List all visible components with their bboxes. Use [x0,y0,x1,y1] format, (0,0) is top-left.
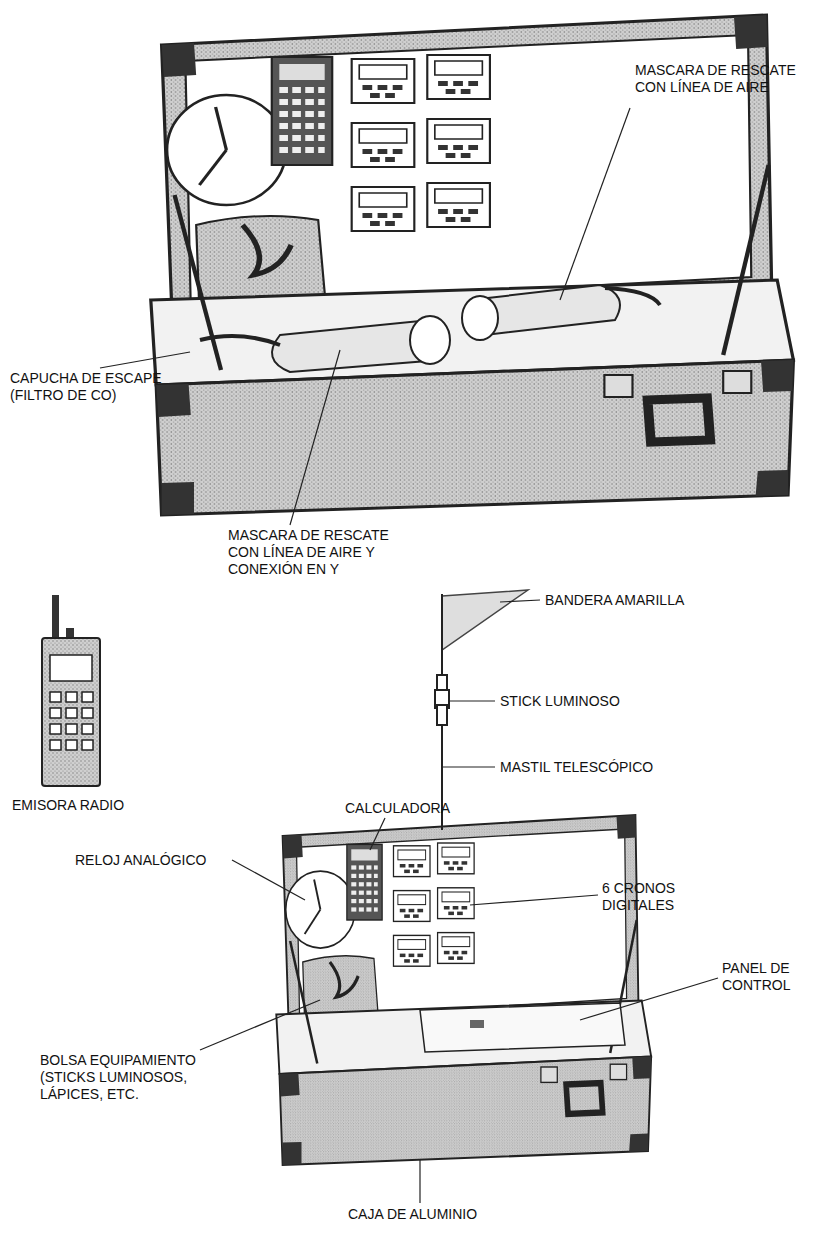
callout-label: RELOJ ANALÓGICO [75,852,235,869]
callout-label: MASCARA DE RESCATE CON LÍNEA DE AIRE Y C… [228,527,398,578]
aluminium-case [276,815,651,1165]
callout-label: CALCULADORA [345,800,495,817]
control-panel [420,1003,625,1052]
callout-label: PANEL DE CONTROL [722,960,817,994]
yellow-flag [442,590,528,650]
callout-label: 6 CRONOS DIGITALES [602,880,712,914]
callout-label: EMISORA RADIO [12,797,172,814]
rescue-mask [462,285,660,340]
rescue-mask-y [200,316,450,372]
leader-lines [100,108,718,1203]
control-panel-part [470,1020,484,1028]
radio-transmitter [42,595,100,786]
callout-label: MASCARA DE RESCATE CON LÍNEA DE AIRE [635,62,805,96]
callout-label: MASTIL TELESCÓPICO [500,759,720,776]
callout-label: CAJA DE ALUMINIO [348,1206,548,1223]
callout-label: BANDERA AMARILLA [545,592,745,609]
callout-label: STICK LUMINOSO [500,693,700,710]
callout-label: CAPUCHA DE ESCAPE (FILTRO DE CO) [10,370,190,404]
telescopic-mast [435,590,528,830]
rescue-case-bottom [276,815,651,1165]
callout-label: BOLSA EQUIPAMIENTO (STICKS LUMINOSOS, LÁ… [40,1052,240,1103]
